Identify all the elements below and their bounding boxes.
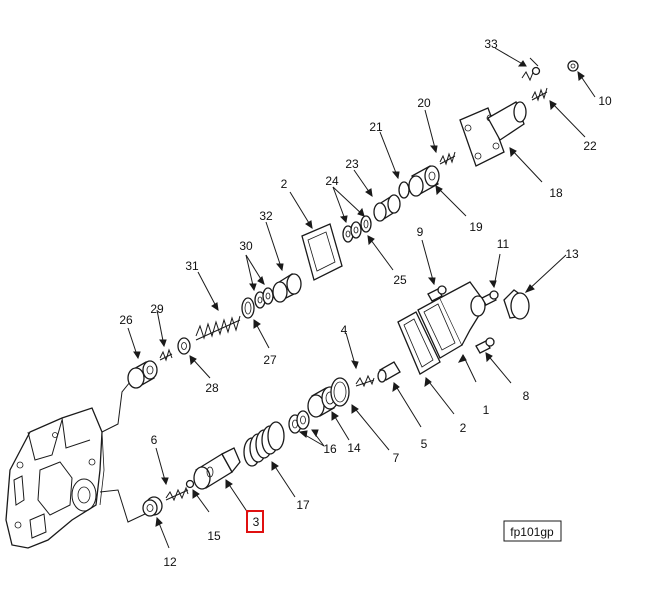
part-21-ring (398, 181, 410, 199)
callout-2-upper: 2 (281, 177, 288, 191)
figure-code-text: fp101gp (510, 525, 554, 539)
figure-code-tag: fp101gp (503, 520, 562, 542)
part-10-nut (567, 60, 579, 72)
part-27-o-ring (241, 297, 255, 319)
callout-13: 13 (565, 247, 579, 261)
callout-3: 3 (253, 515, 260, 529)
part-6-spring (165, 486, 189, 502)
callout-18: 18 (549, 186, 563, 200)
part-7-o-ring (330, 377, 350, 407)
part-30-washers (254, 287, 274, 309)
part-25-o-ring (360, 215, 372, 233)
callout-12: 12 (163, 555, 177, 569)
callout-21: 21 (369, 120, 383, 134)
callout-14: 14 (347, 441, 361, 455)
part-16-washers (288, 410, 310, 434)
guide-line-lower (99, 489, 146, 523)
callout-30: 30 (239, 239, 253, 253)
callout-10: 10 (598, 94, 612, 108)
callout-29: 29 (150, 302, 164, 316)
pump-housing (5, 407, 105, 549)
callout-4: 4 (341, 323, 348, 337)
part-32-sleeve (272, 273, 302, 303)
callout-6: 6 (151, 433, 158, 447)
callout-26: 26 (119, 313, 133, 327)
part-18-cover (459, 101, 527, 167)
part-12-bushing (142, 496, 163, 517)
callout-11: 11 (497, 237, 510, 251)
highlight-box-callout-3 (246, 510, 264, 533)
guide-line-upper (101, 381, 131, 433)
callout-17: 17 (296, 498, 310, 512)
part-26-bushing (127, 360, 158, 389)
callout-28: 28 (205, 381, 219, 395)
callout-33: 33 (484, 37, 498, 51)
part-5-fitting (377, 361, 401, 383)
part-19-bushing (408, 165, 440, 197)
part-17-spring (243, 421, 285, 467)
callout-1: 1 (483, 403, 490, 417)
part-24-washers (342, 221, 362, 243)
callout-7: 7 (393, 451, 400, 465)
part-29-spring (159, 348, 173, 362)
part-2-gasket-upper (301, 223, 343, 281)
part-2-gasket-lower (397, 311, 441, 375)
part-33-bolt (521, 66, 541, 82)
callout-22: 22 (583, 139, 597, 153)
leader-arrowheads (133, 60, 585, 527)
part-1-cover (417, 281, 487, 359)
part-20-spring (439, 151, 456, 166)
callout-2-lower: 2 (460, 421, 467, 435)
part-3-piston (193, 447, 241, 490)
part-4-spring (355, 374, 375, 388)
callout-5: 5 (421, 437, 428, 451)
part-13-plug (503, 289, 530, 320)
part-28-washer (177, 337, 191, 355)
part-8-screw (475, 337, 495, 354)
part-15-ball (185, 479, 195, 489)
callout-32: 32 (259, 209, 273, 223)
callout-27: 27 (263, 353, 277, 367)
callout-labels: 1 2 2 3 4 5 6 7 8 9 10 11 12 13 14 15 16… (119, 37, 612, 569)
callout-9: 9 (417, 225, 424, 239)
part-23-piston (373, 194, 401, 222)
callout-23: 23 (345, 157, 359, 171)
callout-31: 31 (185, 259, 199, 273)
callout-24: 24 (325, 174, 339, 188)
part-31-spring (195, 315, 241, 341)
part-11-screw (481, 290, 499, 306)
part-9-screw (427, 285, 447, 302)
callout-15: 15 (207, 529, 221, 543)
callout-16: 16 (323, 442, 337, 456)
callout-8: 8 (523, 389, 530, 403)
part-22-spring (531, 87, 548, 102)
callout-19: 19 (469, 220, 483, 234)
callout-25: 25 (393, 273, 407, 287)
callout-20: 20 (417, 96, 431, 110)
